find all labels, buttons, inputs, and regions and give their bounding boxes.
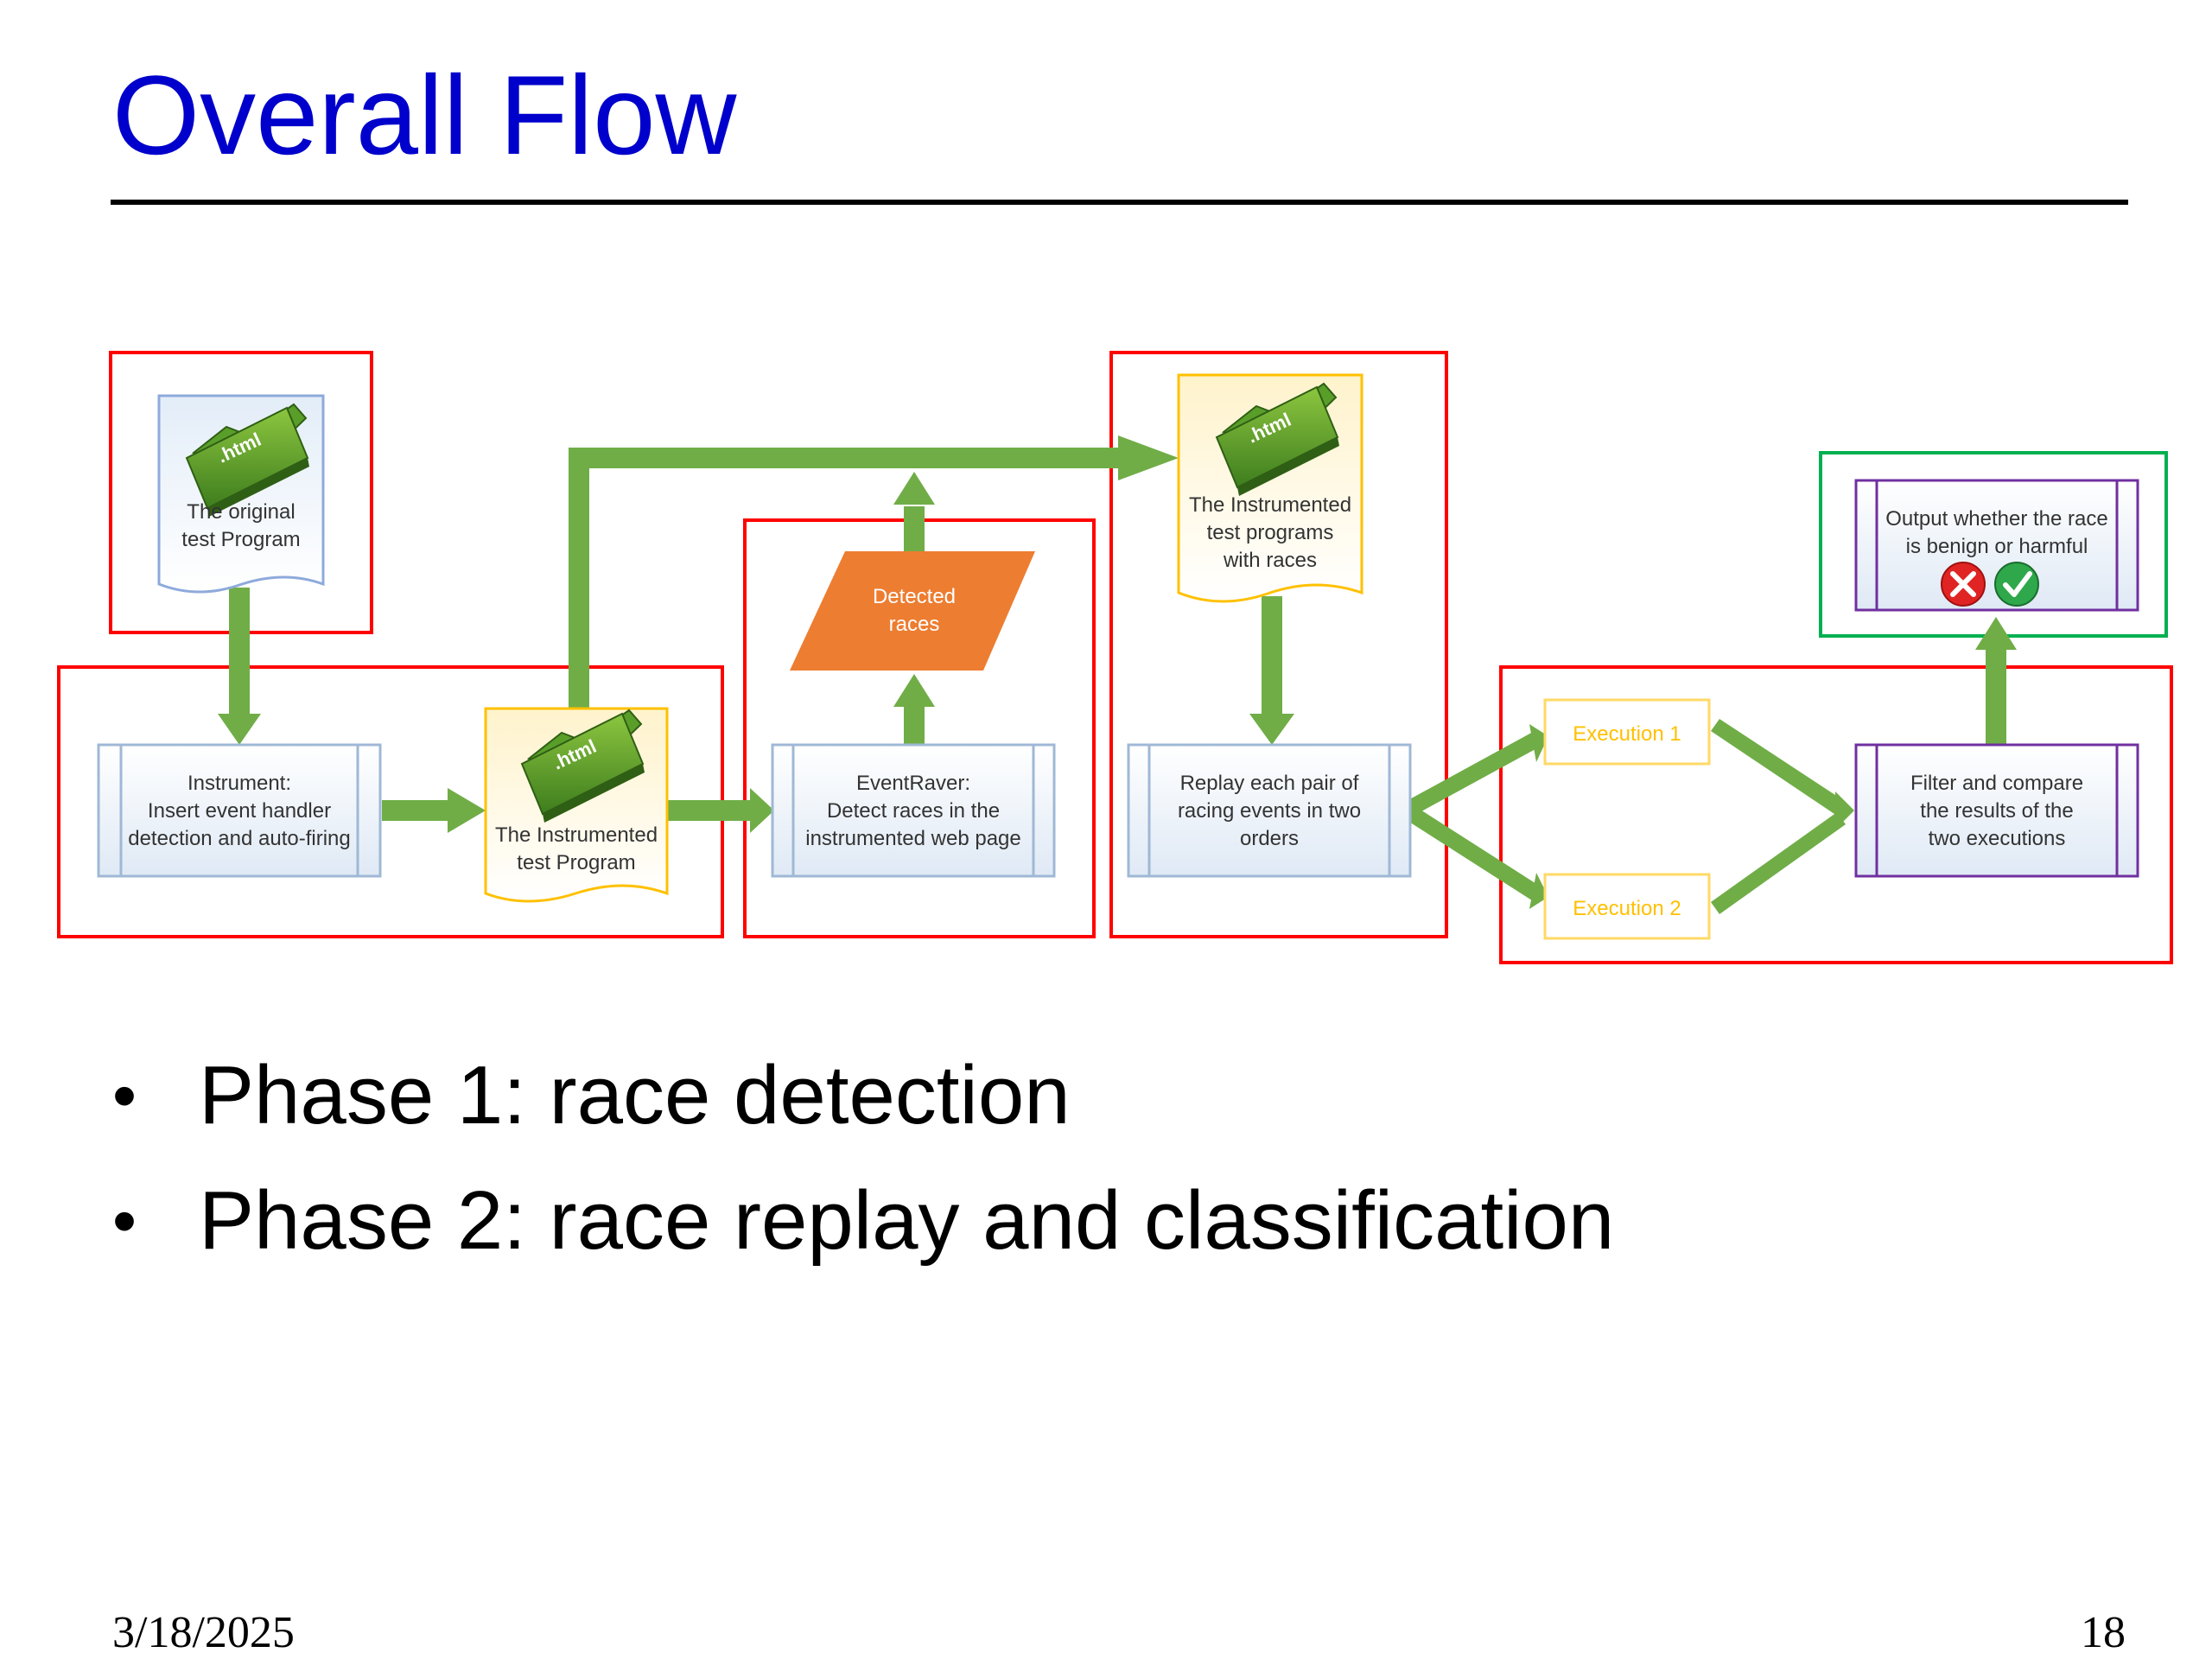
instrumented-programs-label-line3: with races — [1223, 549, 1317, 572]
execution-2-box: Execution 2 — [1543, 873, 1711, 940]
harmful-x-icon — [1941, 562, 1986, 607]
replay-process: Replay each pair of racing events in two… — [1127, 743, 1412, 878]
instrumented-programs-with-races-document: .html The Instrumented test programs wit… — [1177, 373, 1363, 603]
instrumented-program-label-line1: The Instrumented — [495, 823, 658, 847]
execution-2-label: Execution 2 — [1573, 897, 1681, 920]
instrument-label-line1: Instrument: — [188, 772, 291, 795]
instrument-label-line2: Insert event handler — [148, 799, 331, 823]
output-label-line1: Output whether the race — [1885, 507, 2107, 531]
footer-date: 3/18/2025 — [112, 1608, 295, 1657]
instrument-label-line3: detection and auto-firing — [128, 827, 351, 850]
instrumented-programs-label-line2: test programs — [1207, 521, 1334, 544]
slide-title: Overall Flow — [112, 52, 737, 178]
bullet-text: Phase 1: race detection — [199, 1049, 1071, 1141]
filter-label-line3: two executions — [1929, 827, 2066, 850]
detected-races-label-line1: Detected — [873, 585, 956, 608]
eventraver-label-line3: instrumented web page — [805, 827, 1021, 850]
original-program-label-line1: The original — [187, 500, 295, 524]
eventraver-label-line2: Detect races in the — [827, 799, 1000, 823]
phase-box-classification — [1499, 665, 2173, 964]
title-underline — [111, 200, 2128, 205]
filter-label-line2: the results of the — [1920, 799, 2073, 823]
phase-box-replay — [1109, 351, 1448, 938]
instrument-process: Instrument: Insert event handler detecti… — [97, 743, 382, 878]
replay-label-line1: Replay each pair of — [1180, 772, 1359, 795]
page-number: 18 — [2081, 1608, 2126, 1657]
eventraver-label-line1: EventRaver: — [856, 772, 970, 795]
filter-process: Filter and compare the results of the tw… — [1854, 743, 2139, 878]
bullet-list: • Phase 1: race detection • Phase 2: race … — [112, 1033, 1614, 1283]
original-program-document: .html The original test Program — [157, 394, 325, 594]
execution-1-label: Execution 1 — [1573, 722, 1681, 746]
bullet-text: Phase 2: race replay and classification — [199, 1174, 1615, 1267]
replay-label-line2: racing events in two — [1178, 799, 1361, 823]
instrumented-programs-label-line1: The Instrumented — [1189, 493, 1351, 517]
instrumented-program-label-line2: test Program — [517, 851, 635, 874]
eventraver-process: EventRaver: Detect races in the instrume… — [771, 743, 1056, 878]
filter-label-line1: Filter and compare — [1910, 772, 2083, 795]
execution-1-box: Execution 1 — [1543, 698, 1711, 766]
output-process: Output whether the race is benign or har… — [1854, 479, 2139, 612]
bullet-dot: • — [112, 1057, 137, 1134]
bullet-item: • Phase 2: race replay and classification — [112, 1158, 1614, 1283]
bullet-item: • Phase 1: race detection — [112, 1033, 1614, 1158]
bullet-dot: • — [112, 1182, 137, 1259]
instrumented-program-document: .html The Instrumented test Program — [484, 707, 669, 903]
detected-races-label-line2: races — [889, 613, 940, 636]
output-label-line2: is benign or harmful — [1906, 535, 2088, 558]
benign-check-icon — [1994, 562, 2039, 607]
replay-label-line3: orders — [1240, 827, 1299, 850]
original-program-label-line2: test Program — [181, 528, 300, 551]
flow-arrows — [218, 435, 2017, 914]
detected-races-data: Detected races — [790, 551, 1035, 671]
